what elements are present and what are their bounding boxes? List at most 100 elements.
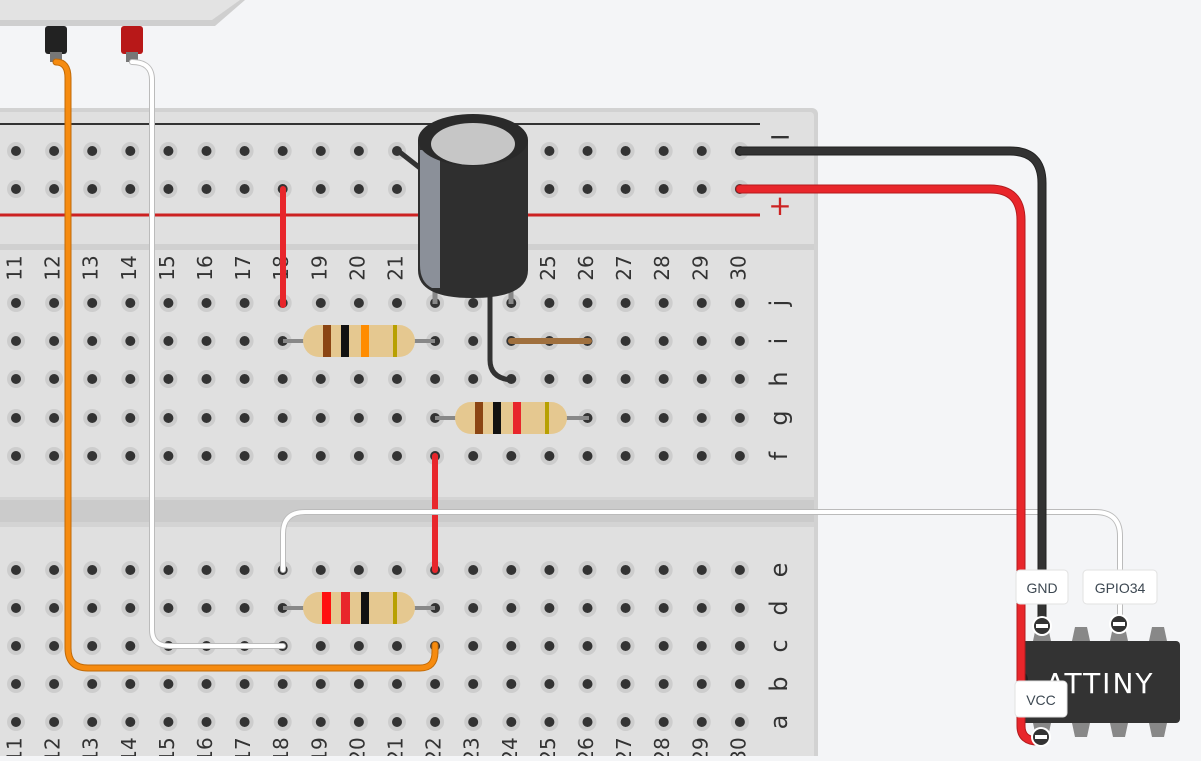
breadboard-hole[interactable] (7, 675, 25, 693)
breadboard-hole[interactable] (578, 180, 597, 198)
breadboard-hole[interactable] (83, 561, 102, 579)
breadboard-hole[interactable] (273, 713, 292, 731)
breadboard-hole[interactable] (7, 142, 25, 160)
breadboard-hole[interactable] (654, 447, 673, 465)
power-terminal-red[interactable] (121, 26, 143, 62)
breadboard-hole[interactable] (45, 675, 64, 693)
breadboard-hole[interactable] (616, 409, 635, 427)
breadboard-hole[interactable] (235, 409, 254, 427)
breadboard-hole[interactable] (273, 675, 292, 693)
breadboard-hole[interactable] (540, 637, 559, 655)
breadboard-hole[interactable] (83, 294, 102, 312)
breadboard-hole[interactable] (616, 142, 635, 160)
breadboard-hole[interactable] (426, 675, 445, 693)
breadboard-hole[interactable] (197, 409, 216, 427)
breadboard-hole[interactable] (197, 142, 216, 160)
breadboard-hole[interactable] (7, 713, 25, 731)
breadboard-hole[interactable] (502, 561, 521, 579)
breadboard-hole[interactable] (311, 447, 330, 465)
breadboard-hole[interactable] (616, 675, 635, 693)
breadboard-hole[interactable] (235, 447, 254, 465)
breadboard-hole[interactable] (349, 294, 368, 312)
breadboard-hole[interactable] (730, 409, 749, 427)
breadboard-hole[interactable] (464, 675, 483, 693)
breadboard-hole[interactable] (540, 294, 559, 312)
breadboard-hole[interactable] (388, 294, 406, 312)
breadboard-hole[interactable] (616, 637, 635, 655)
breadboard-hole[interactable] (83, 713, 102, 731)
breadboard-hole[interactable] (159, 180, 178, 198)
breadboard-hole[interactable] (692, 142, 711, 160)
breadboard-hole[interactable] (388, 713, 406, 731)
resistor-1[interactable] (283, 325, 435, 357)
breadboard-hole[interactable] (692, 637, 711, 655)
chip-pin[interactable] (1110, 723, 1128, 737)
breadboard-hole[interactable] (45, 447, 64, 465)
breadboard-hole[interactable] (121, 713, 140, 731)
breadboard-hole[interactable] (464, 561, 483, 579)
breadboard-hole[interactable] (578, 370, 597, 388)
wire-black-gnd[interactable] (736, 147, 1046, 626)
breadboard-hole[interactable] (7, 409, 25, 427)
breadboard-hole[interactable] (121, 675, 140, 693)
breadboard-hole[interactable] (121, 332, 140, 350)
breadboard-hole[interactable] (311, 370, 330, 388)
chip-pin[interactable] (1072, 627, 1090, 641)
breadboard-hole[interactable] (235, 675, 254, 693)
breadboard-hole[interactable] (654, 409, 673, 427)
breadboard-hole[interactable] (197, 599, 216, 617)
breadboard-hole[interactable] (540, 599, 559, 617)
breadboard-hole[interactable] (426, 713, 445, 731)
breadboard-hole[interactable] (83, 637, 102, 655)
breadboard-hole[interactable] (121, 561, 140, 579)
breadboard-hole[interactable] (692, 675, 711, 693)
breadboard-hole[interactable] (121, 637, 140, 655)
breadboard-hole[interactable] (578, 637, 597, 655)
breadboard-hole[interactable] (273, 409, 292, 427)
breadboard-hole[interactable] (692, 409, 711, 427)
breadboard-hole[interactable] (578, 447, 597, 465)
breadboard-hole[interactable] (540, 180, 559, 198)
breadboard-hole[interactable] (235, 332, 254, 350)
breadboard-hole[interactable] (83, 675, 102, 693)
breadboard-hole[interactable] (616, 447, 635, 465)
breadboard-hole[interactable] (540, 370, 559, 388)
wire-red-vcc[interactable] (736, 185, 1042, 745)
chip-pin[interactable] (1149, 723, 1167, 737)
breadboard-hole[interactable] (540, 675, 559, 693)
breadboard-hole[interactable] (7, 332, 25, 350)
breadboard-hole[interactable] (578, 294, 597, 312)
breadboard-hole[interactable] (654, 370, 673, 388)
breadboard-hole[interactable] (616, 332, 635, 350)
breadboard-hole[interactable] (45, 713, 64, 731)
breadboard-hole[interactable] (692, 561, 711, 579)
breadboard-hole[interactable] (349, 409, 368, 427)
breadboard-hole[interactable] (273, 370, 292, 388)
breadboard-hole[interactable] (464, 447, 483, 465)
breadboard-hole[interactable] (654, 599, 673, 617)
breadboard-hole[interactable] (578, 599, 597, 617)
breadboard-hole[interactable] (121, 294, 140, 312)
breadboard-hole[interactable] (197, 561, 216, 579)
breadboard-hole[interactable] (349, 370, 368, 388)
breadboard-hole[interactable] (159, 370, 178, 388)
breadboard-hole[interactable] (616, 713, 635, 731)
breadboard-hole[interactable] (273, 142, 292, 160)
breadboard-hole[interactable] (7, 180, 25, 198)
breadboard-hole[interactable] (730, 561, 749, 579)
breadboard-hole[interactable] (7, 599, 25, 617)
breadboard-hole[interactable] (83, 409, 102, 427)
breadboard-hole[interactable] (7, 561, 25, 579)
breadboard-hole[interactable] (273, 332, 292, 350)
breadboard-hole[interactable] (502, 637, 521, 655)
breadboard-hole[interactable] (159, 332, 178, 350)
breadboard-hole[interactable] (616, 370, 635, 388)
breadboard-hole[interactable] (654, 332, 673, 350)
breadboard-hole[interactable] (654, 142, 673, 160)
breadboard-hole[interactable] (197, 294, 216, 312)
breadboard-hole[interactable] (616, 294, 635, 312)
breadboard-hole[interactable] (235, 180, 254, 198)
breadboard-hole[interactable] (45, 370, 64, 388)
breadboard-hole[interactable] (616, 561, 635, 579)
